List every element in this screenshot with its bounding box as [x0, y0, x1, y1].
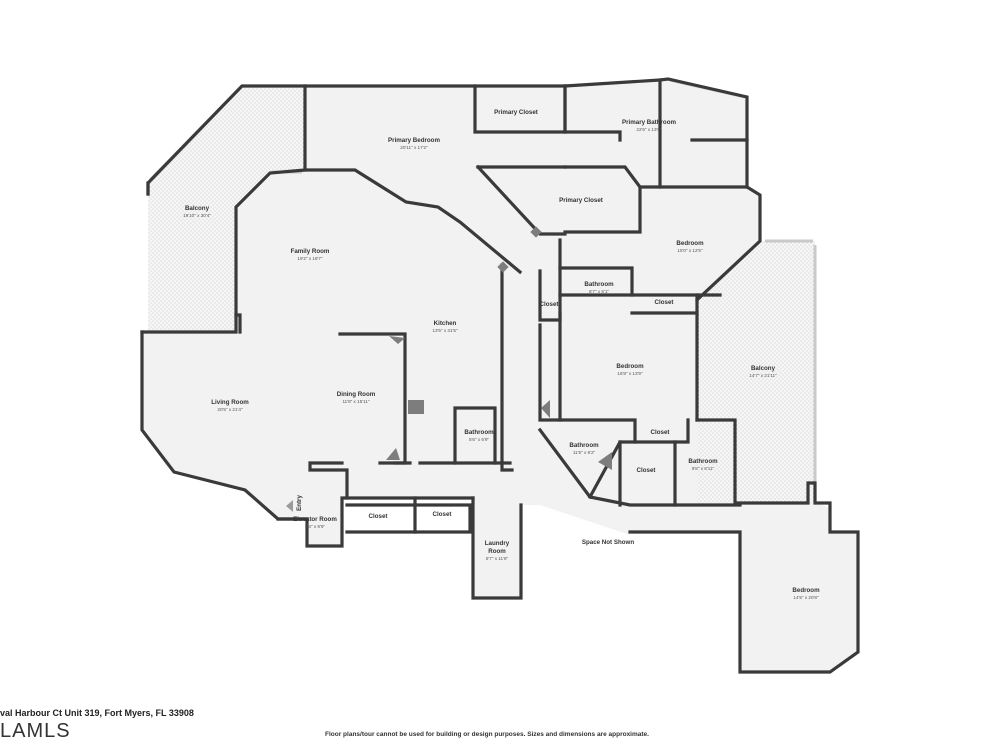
space-not-shown-label: Space Not Shown: [582, 539, 634, 546]
balcony-west-name: Balcony: [185, 205, 210, 212]
bathroom-mid-dims: 8'7" x 5'1": [589, 289, 609, 294]
room-labels: Primary Closet Primary Bathroom 22'6" x …: [183, 109, 820, 600]
disclaimer-text: Floor plans/tour cannot be used for buil…: [325, 731, 649, 738]
floor-fills: [142, 79, 858, 672]
closet-d-name: Closet: [433, 511, 452, 518]
balcony-east-dims: 14'7" x 21'11": [749, 373, 777, 378]
bathroom-mid-name: Bathroom: [584, 281, 614, 288]
closet-left-name: Closet: [540, 301, 559, 308]
main-floor-area: [142, 79, 858, 672]
primary-closet-2-name: Primary Closet: [559, 197, 603, 204]
laundry-room-name-line2: Room: [488, 548, 506, 555]
balcony-west-dims: 19'10" x 30'4": [183, 213, 211, 218]
balcony-east-area: [697, 241, 815, 503]
closet-b-name: Closet: [637, 467, 656, 474]
laundry-room-dims: 5'7" x 11'8": [486, 556, 509, 561]
family-room-dims: 19'2" x 18'7": [297, 256, 323, 261]
balcony-east-name: Balcony: [751, 365, 776, 372]
bedroom-se-name: Bedroom: [792, 587, 820, 594]
bathroom-angled-name: Bathroom: [569, 442, 599, 449]
primary-bathroom-name: Primary Bathroom: [622, 119, 676, 126]
closet-c-name: Closet: [369, 513, 388, 520]
primary-bathroom-dims: 22'6" x 13'6": [636, 127, 662, 132]
kitchen-name: Kitchen: [434, 320, 457, 327]
elevator-room-dims: 8'4" x 9'9": [305, 524, 325, 529]
balcony-west-area: [148, 86, 305, 332]
bathroom-angled-dims: 11'5" x 9'2": [573, 450, 596, 455]
fixtures: [286, 226, 612, 512]
closet-mid-name: Closet: [655, 299, 674, 306]
entry-label: Entry: [296, 495, 303, 511]
mls-logo: LAMLS: [0, 720, 71, 742]
bedroom-se-dims: 14'5" x 20'8": [793, 595, 819, 600]
bathroom-small-name: Bathroom: [464, 429, 494, 436]
living-room-dims: 20'5" x 21'4": [217, 407, 243, 412]
bedroom-ne-dims: 15'0" x 12'5": [677, 248, 703, 253]
family-room-name: Family Room: [291, 248, 330, 255]
kitchen-dims: 13'5" x 31'5": [432, 328, 458, 333]
bedroom-center-dims: 16'8" x 13'9": [617, 371, 643, 376]
primary-bedroom-dims: 20'11" x 17'2": [400, 145, 428, 150]
bedroom-ne-name: Bedroom: [676, 240, 704, 247]
living-room-name: Living Room: [211, 399, 249, 406]
dining-room-dims: 11'8" x 15'11": [342, 399, 369, 404]
dining-room-name: Dining Room: [337, 391, 376, 398]
bathroom-se-name: Bathroom: [688, 458, 718, 465]
primary-closet-1-name: Primary Closet: [494, 109, 538, 116]
walls: [140, 77, 860, 674]
laundry-room-name-line1: Laundry: [485, 540, 510, 547]
property-address: val Harbour Ct Unit 319, Fort Myers, FL …: [0, 708, 194, 718]
bathroom-se-dims: 6'8" x 8'11": [692, 466, 715, 471]
bathroom-small-dims: 5'6" x 6'9": [469, 437, 489, 442]
elevator-room-name: Elevator Room: [293, 516, 337, 523]
bedroom-center-name: Bedroom: [616, 363, 644, 370]
closet-a-name: Closet: [651, 429, 670, 436]
primary-bedroom-name: Primary Bedroom: [388, 137, 440, 144]
